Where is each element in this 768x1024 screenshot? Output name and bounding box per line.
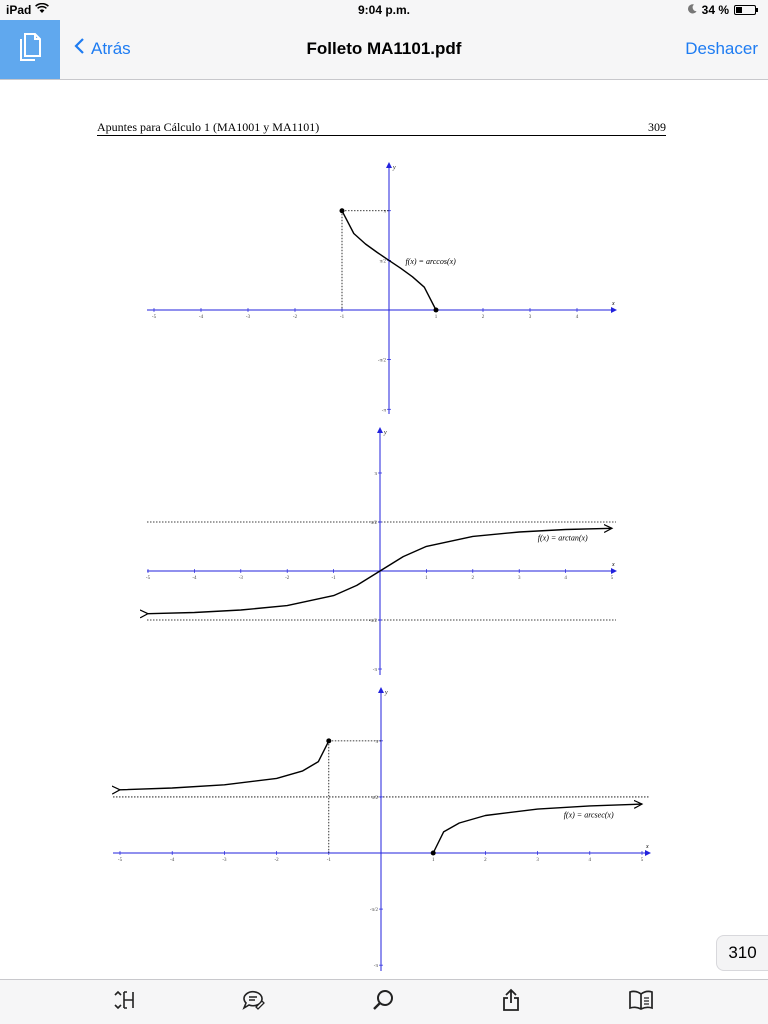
share-icon <box>501 988 521 1017</box>
back-button[interactable]: Atrás <box>74 37 131 60</box>
bottom-toolbar <box>0 979 768 1024</box>
x-tick-label: 5 <box>641 858 644 863</box>
status-bar: iPad 9:04 p.m. 34 % <box>0 0 768 20</box>
search-button[interactable] <box>370 989 396 1015</box>
battery-fill <box>736 7 743 13</box>
y-tick-label: -π <box>382 408 387 413</box>
running-title: Apuntes para Cálculo 1 (MA1001 y MA1101) <box>97 120 320 134</box>
battery-text: 34 % <box>701 3 729 17</box>
endpoint-dot <box>430 850 436 856</box>
device-name: iPad <box>6 3 32 17</box>
x-tick-label: -1 <box>332 576 337 581</box>
x-tick-label: 1 <box>435 315 438 320</box>
moon-icon <box>687 3 697 17</box>
x-tick-label: -3 <box>239 576 244 581</box>
chevron-left-icon <box>74 37 85 60</box>
comment-button[interactable] <box>240 989 266 1015</box>
x-tick-label: -1 <box>327 858 332 863</box>
y-tick-label: π/2 <box>371 521 378 526</box>
y-tick-label: π <box>374 472 377 477</box>
scan-button[interactable] <box>112 989 138 1015</box>
x-tick-label: -5 <box>152 315 157 320</box>
y-axis-label: y <box>392 165 396 171</box>
x-tick-label: 2 <box>482 315 485 320</box>
graph-1: x y -5 -4 -3 -2 -1 1 2 3 4 π π/2 -π/2 -π f(x) = arccos(… <box>147 162 617 414</box>
y-axis-label: y <box>383 430 387 436</box>
x-tick-label: 2 <box>484 858 487 863</box>
x-tick-label: 4 <box>576 315 579 320</box>
x-tick-label: -5 <box>146 576 151 581</box>
y-tick-label: π/2 <box>372 796 379 801</box>
x-tick-label: -3 <box>222 858 227 863</box>
x-tick-label: 1 <box>425 576 428 581</box>
wifi-icon <box>35 2 50 17</box>
endpoint-dot <box>326 738 332 744</box>
function-curve <box>341 210 437 311</box>
function-graphs: x y -5 -4 -3 -2 -1 1 2 3 4 π π/2 -π/2 -π f(x) = arccos(… <box>0 162 651 971</box>
share-button[interactable] <box>498 988 524 1017</box>
comment-icon <box>241 989 265 1016</box>
y-tick-label: -π/2 <box>378 359 387 364</box>
y-tick-label: -π <box>373 668 378 673</box>
function-label: f(x) = arctan(x) <box>538 533 588 542</box>
x-tick-label: 3 <box>529 315 532 320</box>
x-axis-label: x <box>611 562 615 568</box>
x-tick-label: -4 <box>170 858 175 863</box>
x-tick-label: 3 <box>518 576 521 581</box>
documents-icon <box>17 32 43 67</box>
y-tick-label: π <box>383 210 386 215</box>
function-curve <box>120 740 330 790</box>
x-tick-label: -4 <box>199 315 204 320</box>
back-label: Atrás <box>91 38 131 58</box>
x-tick-label: -1 <box>340 315 345 320</box>
function-curve <box>148 528 612 613</box>
book-icon <box>628 989 654 1016</box>
status-right: 34 % <box>687 3 758 17</box>
y-tick-label: π <box>375 740 378 745</box>
status-left: iPad <box>6 2 50 17</box>
x-axis-label: x <box>645 844 649 850</box>
x-axis-label: x <box>611 301 615 307</box>
search-icon <box>372 989 394 1016</box>
nav-bar: Atrás Folleto MA1101.pdf Deshacer <box>0 20 768 80</box>
graph-2: x y -5 -4 -3 -2 -1 1 2 3 4 5 π π/2 -π/2 -π f(x) = arctan… <box>146 427 617 675</box>
x-tick-label: 3 <box>536 858 539 863</box>
x-tick-label: 2 <box>472 576 475 581</box>
documents-button[interactable] <box>0 20 60 79</box>
reader-button[interactable] <box>628 989 654 1015</box>
undo-button[interactable]: Deshacer <box>685 39 758 58</box>
scan-icon <box>113 989 137 1016</box>
x-tick-label: -5 <box>118 858 123 863</box>
status-time: 9:04 p.m. <box>357 3 411 17</box>
x-tick-label: 4 <box>564 576 567 581</box>
function-curve <box>432 804 642 854</box>
page-number: 309 <box>648 120 666 134</box>
x-tick-label: -2 <box>285 576 290 581</box>
page-indicator[interactable]: 310 <box>716 935 768 971</box>
x-tick-label: -2 <box>275 858 280 863</box>
x-tick-label: -2 <box>293 315 298 320</box>
y-axis-label: y <box>384 690 388 696</box>
y-tick-label: -π/2 <box>369 619 378 624</box>
graph-3: x y -5 -4 -3 -2 -1 1 2 3 4 5 π π/2 -π/2 -π f(x) = arcsec… <box>113 687 651 971</box>
endpoint-dot <box>433 307 439 313</box>
y-tick-label: π/2 <box>380 259 387 264</box>
x-tick-label: -3 <box>246 315 251 320</box>
x-tick-label: 1 <box>432 858 435 863</box>
y-tick-label: -π <box>374 964 379 969</box>
y-tick-label: -π/2 <box>370 908 379 913</box>
endpoint-dot <box>339 208 345 214</box>
function-label: f(x) = arcsec(x) <box>564 810 614 819</box>
running-head: Apuntes para Cálculo 1 (MA1001 y MA1101)… <box>97 119 666 136</box>
x-tick-label: -4 <box>192 576 197 581</box>
x-tick-label: 5 <box>611 576 614 581</box>
function-label: f(x) = arccos(x) <box>405 257 456 266</box>
battery-icon <box>734 5 758 15</box>
x-tick-label: 4 <box>589 858 592 863</box>
pdf-page[interactable]: Apuntes para Cálculo 1 (MA1001 y MA1101)… <box>0 81 768 979</box>
